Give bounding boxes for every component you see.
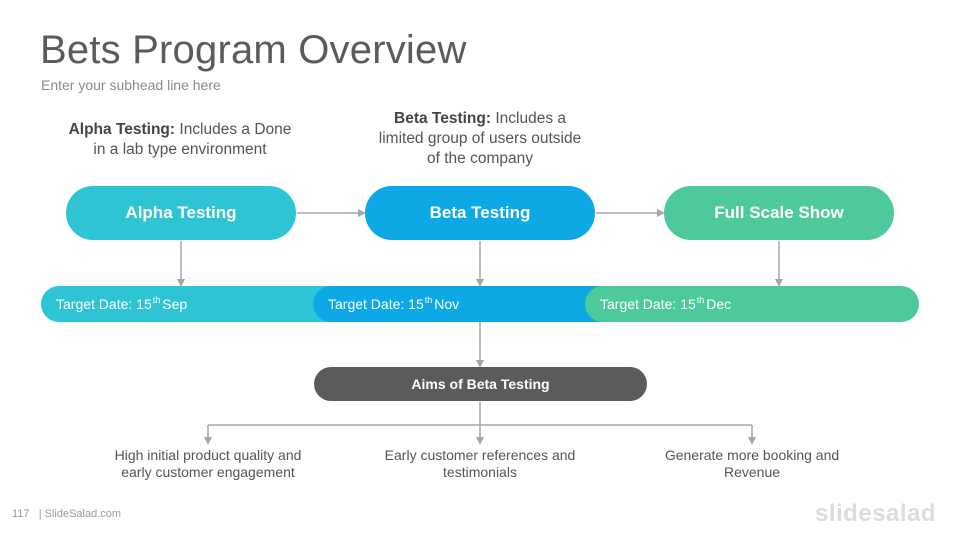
outcome-3-line2: Revenue (723, 464, 781, 480)
page-number: 117 (12, 508, 30, 520)
alpha-description-line2: in a lab type environment (93, 141, 267, 158)
stage-full-scale-show: Full Scale Show (664, 186, 894, 240)
footer: 117 | SlideSalad.com (12, 508, 121, 520)
page-subtitle: Enter your subhead line here (41, 77, 221, 93)
beta-description-line3: of the company (427, 150, 533, 167)
page-title: Bets Program Overview (40, 28, 467, 72)
beta-description-line2: limited group of users outside (378, 130, 582, 147)
target-date-sep-month: Sep (162, 296, 188, 312)
target-date-dec-sup: th (696, 295, 705, 305)
beta-description: Beta Testing: Includes a limited group o… (360, 109, 600, 169)
outcome-2-line1: Early customer references and (384, 447, 576, 463)
outcome-customer-references: Early customer references and testimonia… (370, 447, 590, 481)
stage-alpha-testing: Alpha Testing (66, 186, 296, 240)
outcome-booking-revenue: Generate more booking and Revenue (642, 447, 862, 481)
stage-alpha-label: Alpha Testing (125, 203, 237, 222)
outcome-1-line2: early customer engagement (121, 464, 295, 480)
alpha-description-bold: Alpha Testing: (68, 121, 176, 138)
target-date-nov-prefix: Target Date: 15 (328, 296, 424, 312)
target-date-sep-prefix: Target Date: 15 (56, 296, 152, 312)
target-date-nov-sup: th (424, 295, 433, 305)
aims-label: Aims of Beta Testing (411, 376, 550, 392)
stage-beta-label: Beta Testing (429, 203, 531, 222)
alpha-description-line1: Includes a Done (175, 121, 292, 138)
stage-beta-testing: Beta Testing (365, 186, 595, 240)
beta-description-line1: Includes a (491, 110, 566, 127)
outcome-2-line2: testimonials (443, 464, 517, 480)
target-date-nov-month: Nov (434, 296, 460, 312)
target-date-sep-sup: th (152, 295, 161, 305)
target-date-dec-month: Dec (706, 296, 732, 312)
footer-site: | SlideSalad.com (38, 508, 122, 520)
alpha-description: Alpha Testing: Includes a Done in a lab … (60, 120, 300, 160)
aims-of-beta-testing: Aims of Beta Testing (314, 367, 647, 401)
outcome-1-line1: High initial product quality and (114, 447, 302, 463)
brand-logo: slidesalad (815, 500, 937, 527)
target-date-dec-prefix: Target Date: 15 (600, 296, 696, 312)
beta-description-bold: Beta Testing: (394, 110, 492, 127)
outcome-3-line1: Generate more booking and (664, 447, 840, 463)
outcome-product-quality: High initial product quality and early c… (98, 447, 318, 481)
stage-full-label: Full Scale Show (714, 203, 844, 222)
